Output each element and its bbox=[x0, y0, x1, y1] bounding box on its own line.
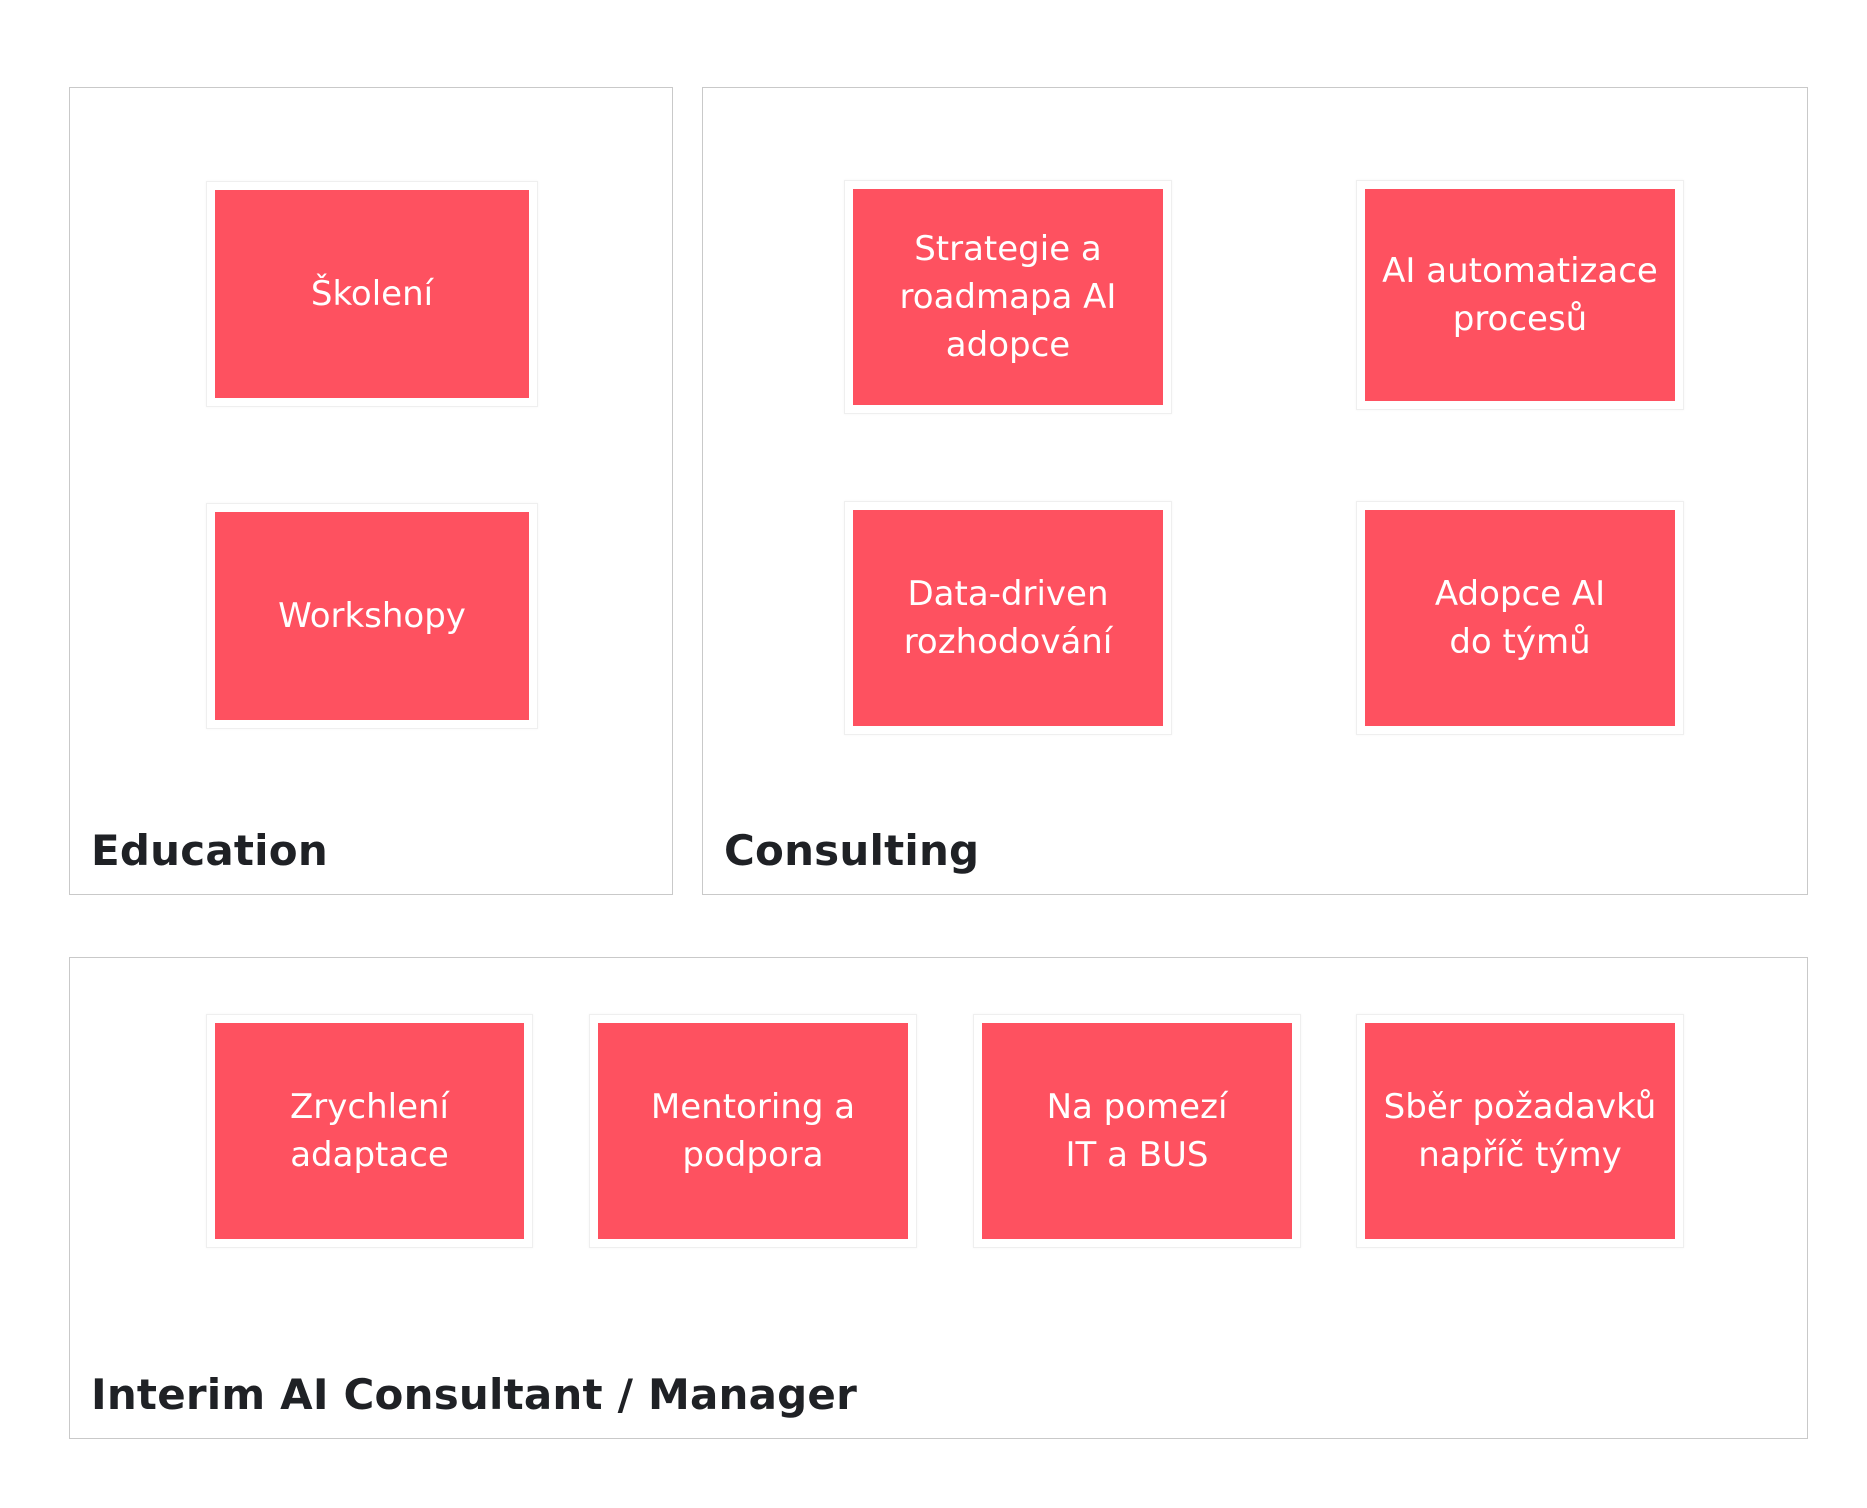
card-label: Na pomezí IT a BUS bbox=[1046, 1087, 1228, 1175]
card-ai-automatizace[interactable]: AI automatizace procesů bbox=[1365, 189, 1675, 401]
card-data-driven[interactable]: Data-driven rozhodování bbox=[853, 510, 1163, 726]
card-adopce-ai[interactable]: Adopce AI do týmů bbox=[1365, 510, 1675, 726]
card-label: Strategie a roadmapa AI adopce bbox=[899, 229, 1117, 365]
card-strategie-roadmapa[interactable]: Strategie a roadmapa AI adopce bbox=[853, 189, 1163, 405]
section-title-consulting: Consulting bbox=[724, 826, 980, 875]
card-label: Zrychlení adaptace bbox=[290, 1087, 449, 1175]
interim-section: Zrychlení adaptace Mentoring a podpora N… bbox=[69, 957, 1808, 1439]
card-label: Sběr požadavků napříč týmy bbox=[1383, 1087, 1657, 1175]
section-title-interim: Interim AI Consultant / Manager bbox=[91, 1370, 858, 1419]
card-label: Workshopy bbox=[278, 596, 466, 636]
card-frame: Adopce AI do týmů bbox=[1356, 501, 1684, 735]
card-label: AI automatizace procesů bbox=[1382, 251, 1658, 339]
card-sber-pozadavku[interactable]: Sběr požadavků napříč týmy bbox=[1365, 1023, 1675, 1239]
card-workshopy[interactable]: Workshopy bbox=[215, 512, 529, 720]
card-label: Data-driven rozhodování bbox=[903, 574, 1113, 662]
card-label: Adopce AI do týmů bbox=[1434, 574, 1606, 662]
card-frame: AI automatizace procesů bbox=[1356, 180, 1684, 410]
card-zrychleni-adaptace[interactable]: Zrychlení adaptace bbox=[215, 1023, 524, 1239]
section-title-education: Education bbox=[91, 826, 328, 875]
card-label: Mentoring a podpora bbox=[650, 1087, 856, 1175]
card-frame: Na pomezí IT a BUS bbox=[973, 1014, 1301, 1248]
card-label: Školení bbox=[310, 274, 434, 314]
card-frame: Mentoring a podpora bbox=[589, 1014, 917, 1248]
card-skoleni[interactable]: Školení bbox=[215, 190, 529, 398]
card-frame: Workshopy bbox=[206, 503, 538, 729]
consulting-section: Strategie a roadmapa AI adopce AI automa… bbox=[702, 87, 1808, 895]
card-frame: Zrychlení adaptace bbox=[206, 1014, 533, 1248]
card-frame: Školení bbox=[206, 181, 538, 407]
card-frame: Data-driven rozhodování bbox=[844, 501, 1172, 735]
card-frame: Strategie a roadmapa AI adopce bbox=[844, 180, 1172, 414]
card-mentoring-podpora[interactable]: Mentoring a podpora bbox=[598, 1023, 908, 1239]
education-section: Školení Workshopy Education bbox=[69, 87, 673, 895]
card-frame: Sběr požadavků napříč týmy bbox=[1356, 1014, 1684, 1248]
card-na-pomezi[interactable]: Na pomezí IT a BUS bbox=[982, 1023, 1292, 1239]
